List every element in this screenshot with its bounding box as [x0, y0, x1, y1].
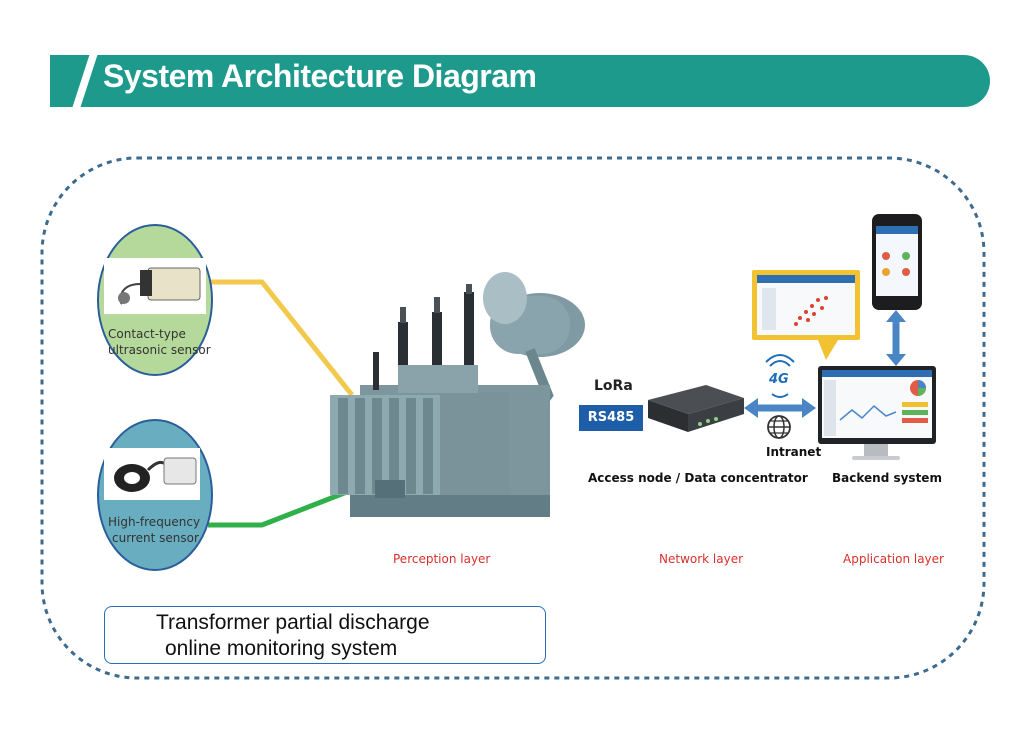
hfct-sensor-label-line2: current sensor — [112, 531, 199, 545]
globe-icon — [767, 415, 791, 439]
desktop-monitor-image — [818, 366, 936, 460]
application-layer-label: Application layer — [843, 552, 944, 566]
ultrasonic-sensor-label: Contact-type ultrasonic sensor — [108, 326, 228, 358]
hfct-sensor-label: High-frequency current sensor — [108, 514, 228, 546]
ultrasonic-sensor-label-line2: ultrasonic sensor — [108, 343, 211, 357]
hfct-connector-line — [208, 487, 353, 528]
caption-box — [104, 606, 546, 664]
backend-system-label: Backend system — [832, 471, 942, 485]
hfct-sensor-label-line1: High-frequency — [108, 515, 201, 529]
network-layer-label: Network layer — [659, 552, 744, 566]
smartphone-image — [872, 214, 922, 310]
caption-line2: online monitoring system — [165, 637, 398, 660]
intranet-label: Intranet — [766, 445, 822, 459]
analysis-screen-callout — [752, 270, 860, 360]
page-title: System Architecture Diagram — [103, 58, 537, 94]
phone-monitor-arrow — [886, 310, 906, 366]
transformer-image — [330, 272, 585, 517]
ultrasonic-sensor-label-line1: Contact-type — [108, 327, 186, 341]
ultrasonic-sensor-image — [104, 258, 206, 314]
rs485-badge: RS485 — [579, 405, 643, 431]
concentrator-backend-arrow — [744, 398, 816, 418]
data-concentrator-image — [648, 385, 744, 432]
hfct-sensor-image — [104, 448, 200, 500]
caption-line1: Transformer partial discharge — [156, 611, 430, 634]
title-banner — [50, 55, 990, 107]
lora-logo: LoRa — [594, 378, 633, 394]
4g-signal-icon — [765, 354, 795, 398]
ultrasonic-connector-line — [208, 279, 354, 397]
access-node-label: Access node / Data concentrator — [588, 471, 808, 485]
4g-label: 4G — [769, 372, 789, 387]
perception-layer-label: Perception layer — [393, 552, 491, 566]
